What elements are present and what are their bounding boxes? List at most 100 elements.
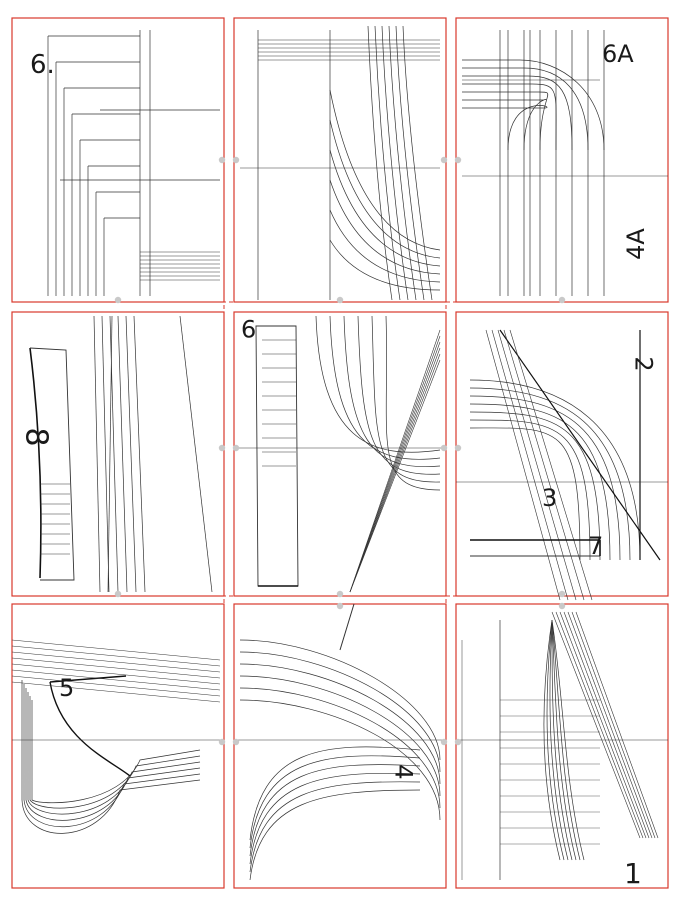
pattern-curve xyxy=(462,91,549,151)
alignment-marker xyxy=(440,738,448,746)
pattern-curve xyxy=(462,105,548,151)
piece-label-6a: 6A xyxy=(602,40,634,68)
alignment-marker xyxy=(558,590,566,598)
pattern-curve xyxy=(402,25,433,301)
pattern-line xyxy=(11,645,221,667)
pattern-line xyxy=(555,611,644,839)
page-frame xyxy=(233,17,447,303)
pattern-line xyxy=(497,329,577,601)
pattern-line xyxy=(11,675,221,697)
pattern-line xyxy=(551,611,641,839)
pattern-curve xyxy=(239,639,441,761)
pattern-line xyxy=(491,329,569,601)
pattern-line xyxy=(485,329,561,601)
alignment-marker xyxy=(232,738,240,746)
alignment-marker xyxy=(558,602,566,610)
alignment-marker xyxy=(218,156,226,164)
page-frame xyxy=(233,311,447,597)
pattern-curve xyxy=(343,315,441,468)
pattern-curve xyxy=(239,687,441,809)
piece-label-4: 4 xyxy=(389,764,418,780)
alignment-marker xyxy=(232,444,240,452)
pattern-line xyxy=(101,315,110,593)
pattern-line xyxy=(93,315,101,593)
alignment-marker xyxy=(114,590,122,598)
pattern-curve xyxy=(239,663,441,785)
alignment-marker xyxy=(218,444,226,452)
pattern-curve xyxy=(357,315,441,475)
alignment-marker xyxy=(336,590,344,598)
pattern-line xyxy=(11,651,221,673)
pattern-line xyxy=(349,329,441,593)
pattern-curve xyxy=(27,692,201,815)
pattern-curve xyxy=(462,99,547,151)
pattern-line xyxy=(11,669,221,691)
pattern-line xyxy=(11,681,221,703)
pattern-line xyxy=(133,315,146,593)
pattern-line xyxy=(11,639,221,661)
pattern-curve xyxy=(249,764,421,857)
pattern-line xyxy=(509,329,593,601)
alignment-marker xyxy=(440,156,448,164)
pattern-curve xyxy=(462,67,589,151)
pattern-lines xyxy=(11,25,668,881)
pattern-curve xyxy=(315,315,441,453)
pattern-line xyxy=(499,329,661,561)
pattern-line xyxy=(125,315,137,593)
pattern-curve xyxy=(469,411,601,561)
pattern-line xyxy=(11,657,221,679)
pattern-curve xyxy=(249,789,421,881)
pattern-line xyxy=(349,353,441,593)
page-frame xyxy=(11,311,225,597)
pattern-curve xyxy=(249,772,421,865)
pattern-line xyxy=(107,315,113,593)
pattern-curve xyxy=(249,746,421,841)
pattern-line xyxy=(349,359,441,593)
pattern-curve xyxy=(329,179,441,275)
pattern-curve xyxy=(31,700,201,804)
piece-label-1: 1 xyxy=(624,857,642,890)
pattern-curve xyxy=(329,239,441,291)
alignment-marker xyxy=(440,444,448,452)
pattern-line xyxy=(349,335,441,593)
pattern-curve xyxy=(249,755,421,849)
pattern-curve xyxy=(249,781,421,873)
page-frame xyxy=(233,603,447,889)
pattern-curve xyxy=(385,315,441,491)
piece-label-9: 9 xyxy=(241,314,257,342)
pattern-curve xyxy=(469,395,621,561)
alignment-marker xyxy=(454,156,462,164)
pattern-line xyxy=(117,315,128,593)
pattern-line xyxy=(503,329,585,601)
pattern-line xyxy=(179,315,213,593)
page-frame xyxy=(455,311,669,597)
alignment-marker xyxy=(232,156,240,164)
alignment-markers xyxy=(114,156,566,746)
pattern-curve xyxy=(381,25,409,301)
pattern-line xyxy=(571,611,656,839)
alignment-marker xyxy=(336,602,344,610)
pattern-curve xyxy=(371,315,441,483)
pattern-curve xyxy=(462,83,557,151)
piece-label-2: 2 xyxy=(629,356,658,372)
piece-label-5: 5 xyxy=(59,674,75,702)
pattern-curve xyxy=(469,427,581,561)
piece-label-3: 3 xyxy=(542,484,558,512)
pattern-curve xyxy=(49,681,131,777)
pattern-curve xyxy=(29,696,201,809)
pattern-curve xyxy=(469,387,631,561)
pattern-line xyxy=(339,603,355,651)
pattern-curve xyxy=(469,419,591,561)
pattern-curve xyxy=(329,149,441,267)
piece-label-4a: 4A xyxy=(621,228,650,260)
pattern-curve xyxy=(239,675,441,797)
alignment-marker xyxy=(454,738,462,746)
alignment-marker xyxy=(558,296,566,304)
pattern-line xyxy=(11,663,221,685)
alignment-marker xyxy=(454,444,462,452)
pattern-curve xyxy=(21,680,201,834)
pattern-line xyxy=(563,611,650,839)
piece-label-6: 6. xyxy=(30,50,55,80)
piece-label-8: 8 xyxy=(18,427,54,447)
